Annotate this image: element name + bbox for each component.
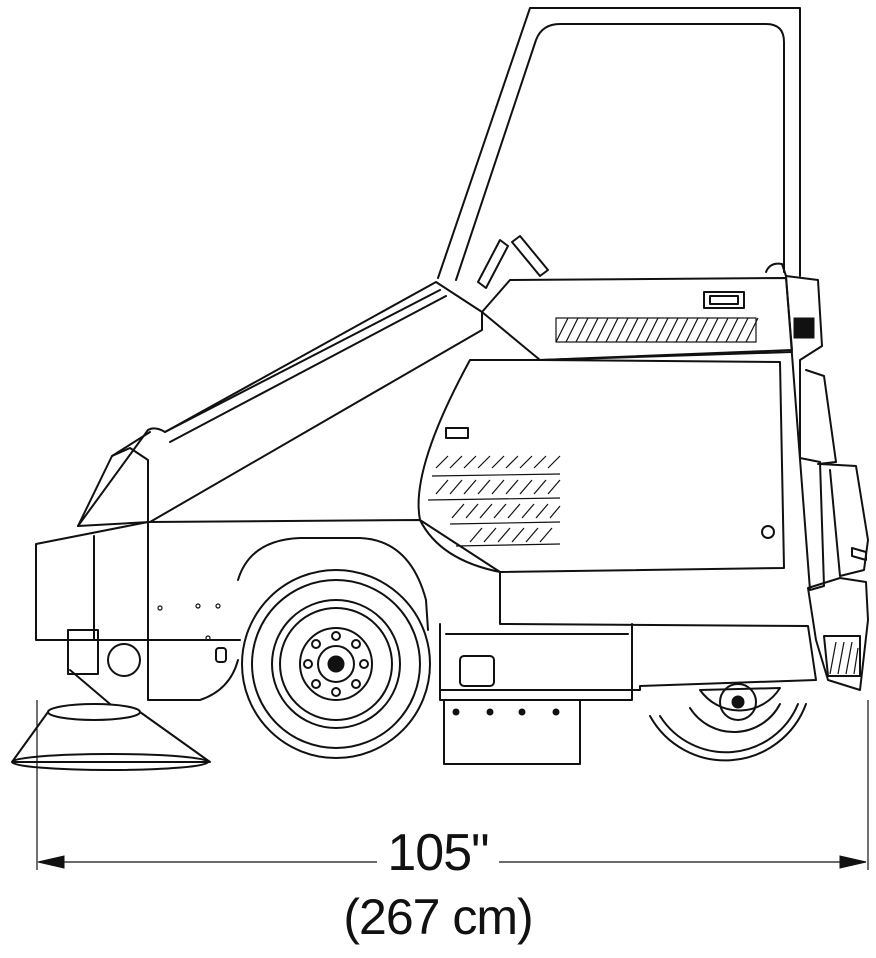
dimension-centimeters: (267 cm) — [343, 889, 533, 945]
side-panel-vents — [427, 455, 561, 547]
dimension-inches: 105" — [0, 823, 876, 883]
hopper-lid — [77, 281, 483, 527]
rear-wheel — [649, 683, 807, 762]
side-panel — [417, 359, 785, 573]
side-broom — [11, 629, 211, 771]
rear-column — [785, 275, 869, 591]
chassis — [35, 519, 817, 765]
steering-wheel — [477, 235, 787, 289]
rear-bumper — [807, 577, 869, 691]
overhead-guard — [437, 7, 801, 281]
engine-cover-vents — [555, 317, 759, 343]
engine-cover — [481, 277, 793, 361]
dimension-inches-text: 105" — [377, 824, 499, 882]
front-wheel — [241, 569, 431, 759]
